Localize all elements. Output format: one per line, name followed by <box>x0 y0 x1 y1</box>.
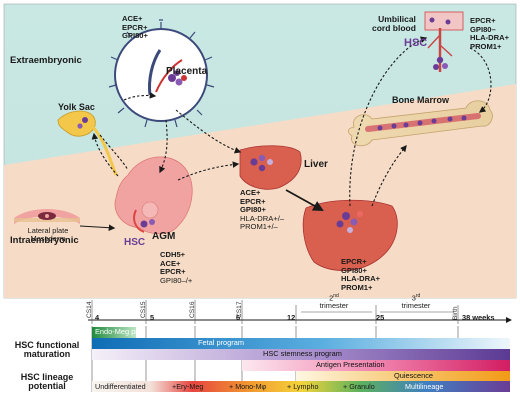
umbilical-markers: EPCR+GPI80–HLA-DRA+PROM1+ <box>470 16 510 51</box>
umbilical-cord-illustration <box>424 11 464 72</box>
lineage-lympho: + Lympho <box>287 382 319 391</box>
lineage-undifferentiated: Undifferentiated <box>95 382 146 391</box>
week-5: 5 <box>150 313 155 322</box>
placenta-markers: ACE+EPCR+GPI80+ <box>122 14 148 41</box>
lineage-gradient-bar <box>92 381 510 392</box>
agm-markers: CDH5+ACE+EPCR+GPI80–/+ <box>160 250 193 285</box>
agm-hsc-label: HSC <box>124 237 146 248</box>
liver-early-markers: ACE+EPCR+GPI80+ HLA-DRA+/–PROM1+/– <box>240 188 285 232</box>
lineage-granulo: + Granulo <box>343 382 375 391</box>
liver-label: Liver <box>304 159 328 170</box>
bar-antigen-presentation: Antigen Presentation <box>242 360 510 371</box>
bar-hsc-stemness: HSC stemness program <box>92 349 510 360</box>
week-4: 4 <box>95 313 100 322</box>
bone-marrow-illustration <box>348 100 493 147</box>
umbilical-hsc-label: HSC <box>404 37 428 49</box>
liver-late-illustration <box>302 199 398 271</box>
week-25: 25 <box>376 313 385 322</box>
lateral-plate-mesoderm-illustration <box>14 209 80 224</box>
lineage-multilineage: Multilineage <box>405 382 444 391</box>
tick-cs16: CS16 <box>189 301 196 319</box>
migration-arrows <box>79 36 492 231</box>
extraembryonic-label: Extraembryonic <box>10 55 82 66</box>
embryo-agm-illustration <box>114 156 193 235</box>
tick-cs15: CS15 <box>140 301 147 319</box>
liver-early-illustration <box>239 145 302 190</box>
week-12: 12 <box>287 313 296 322</box>
yolk-sac-label: Yolk Sac <box>58 102 95 112</box>
bone-marrow-label: Bone Marrow <box>392 95 450 105</box>
intraembryonic-label: Intraembryonic <box>10 235 79 246</box>
week-end-label: 38 weeks <box>462 313 495 322</box>
bar-fetal-program: Fetal program <box>92 338 510 349</box>
placenta-label: Placenta <box>166 66 208 77</box>
lineage-ery-meg: +Ery-Meg <box>172 382 204 391</box>
bar-endo-meg-program: Endo-Meg program <box>92 327 136 338</box>
tick-birth: Birth <box>452 306 459 320</box>
lineage-mono-mac: + Mono-Mφ <box>229 382 267 391</box>
liver-late-markers: EPCR+GPI80+HLA-DRA+PROM1+ <box>341 257 381 292</box>
bar-quiescence: Quiescence <box>296 371 510 382</box>
agm-label: AGM <box>152 231 176 242</box>
tick-cs14: CS14 <box>86 301 93 319</box>
placenta-illustration <box>108 19 215 128</box>
week-6: 6 <box>236 313 241 322</box>
trimester-2-label: 2nd trimester <box>319 293 349 311</box>
trimester-3-label: 3rd trimester <box>401 293 431 311</box>
